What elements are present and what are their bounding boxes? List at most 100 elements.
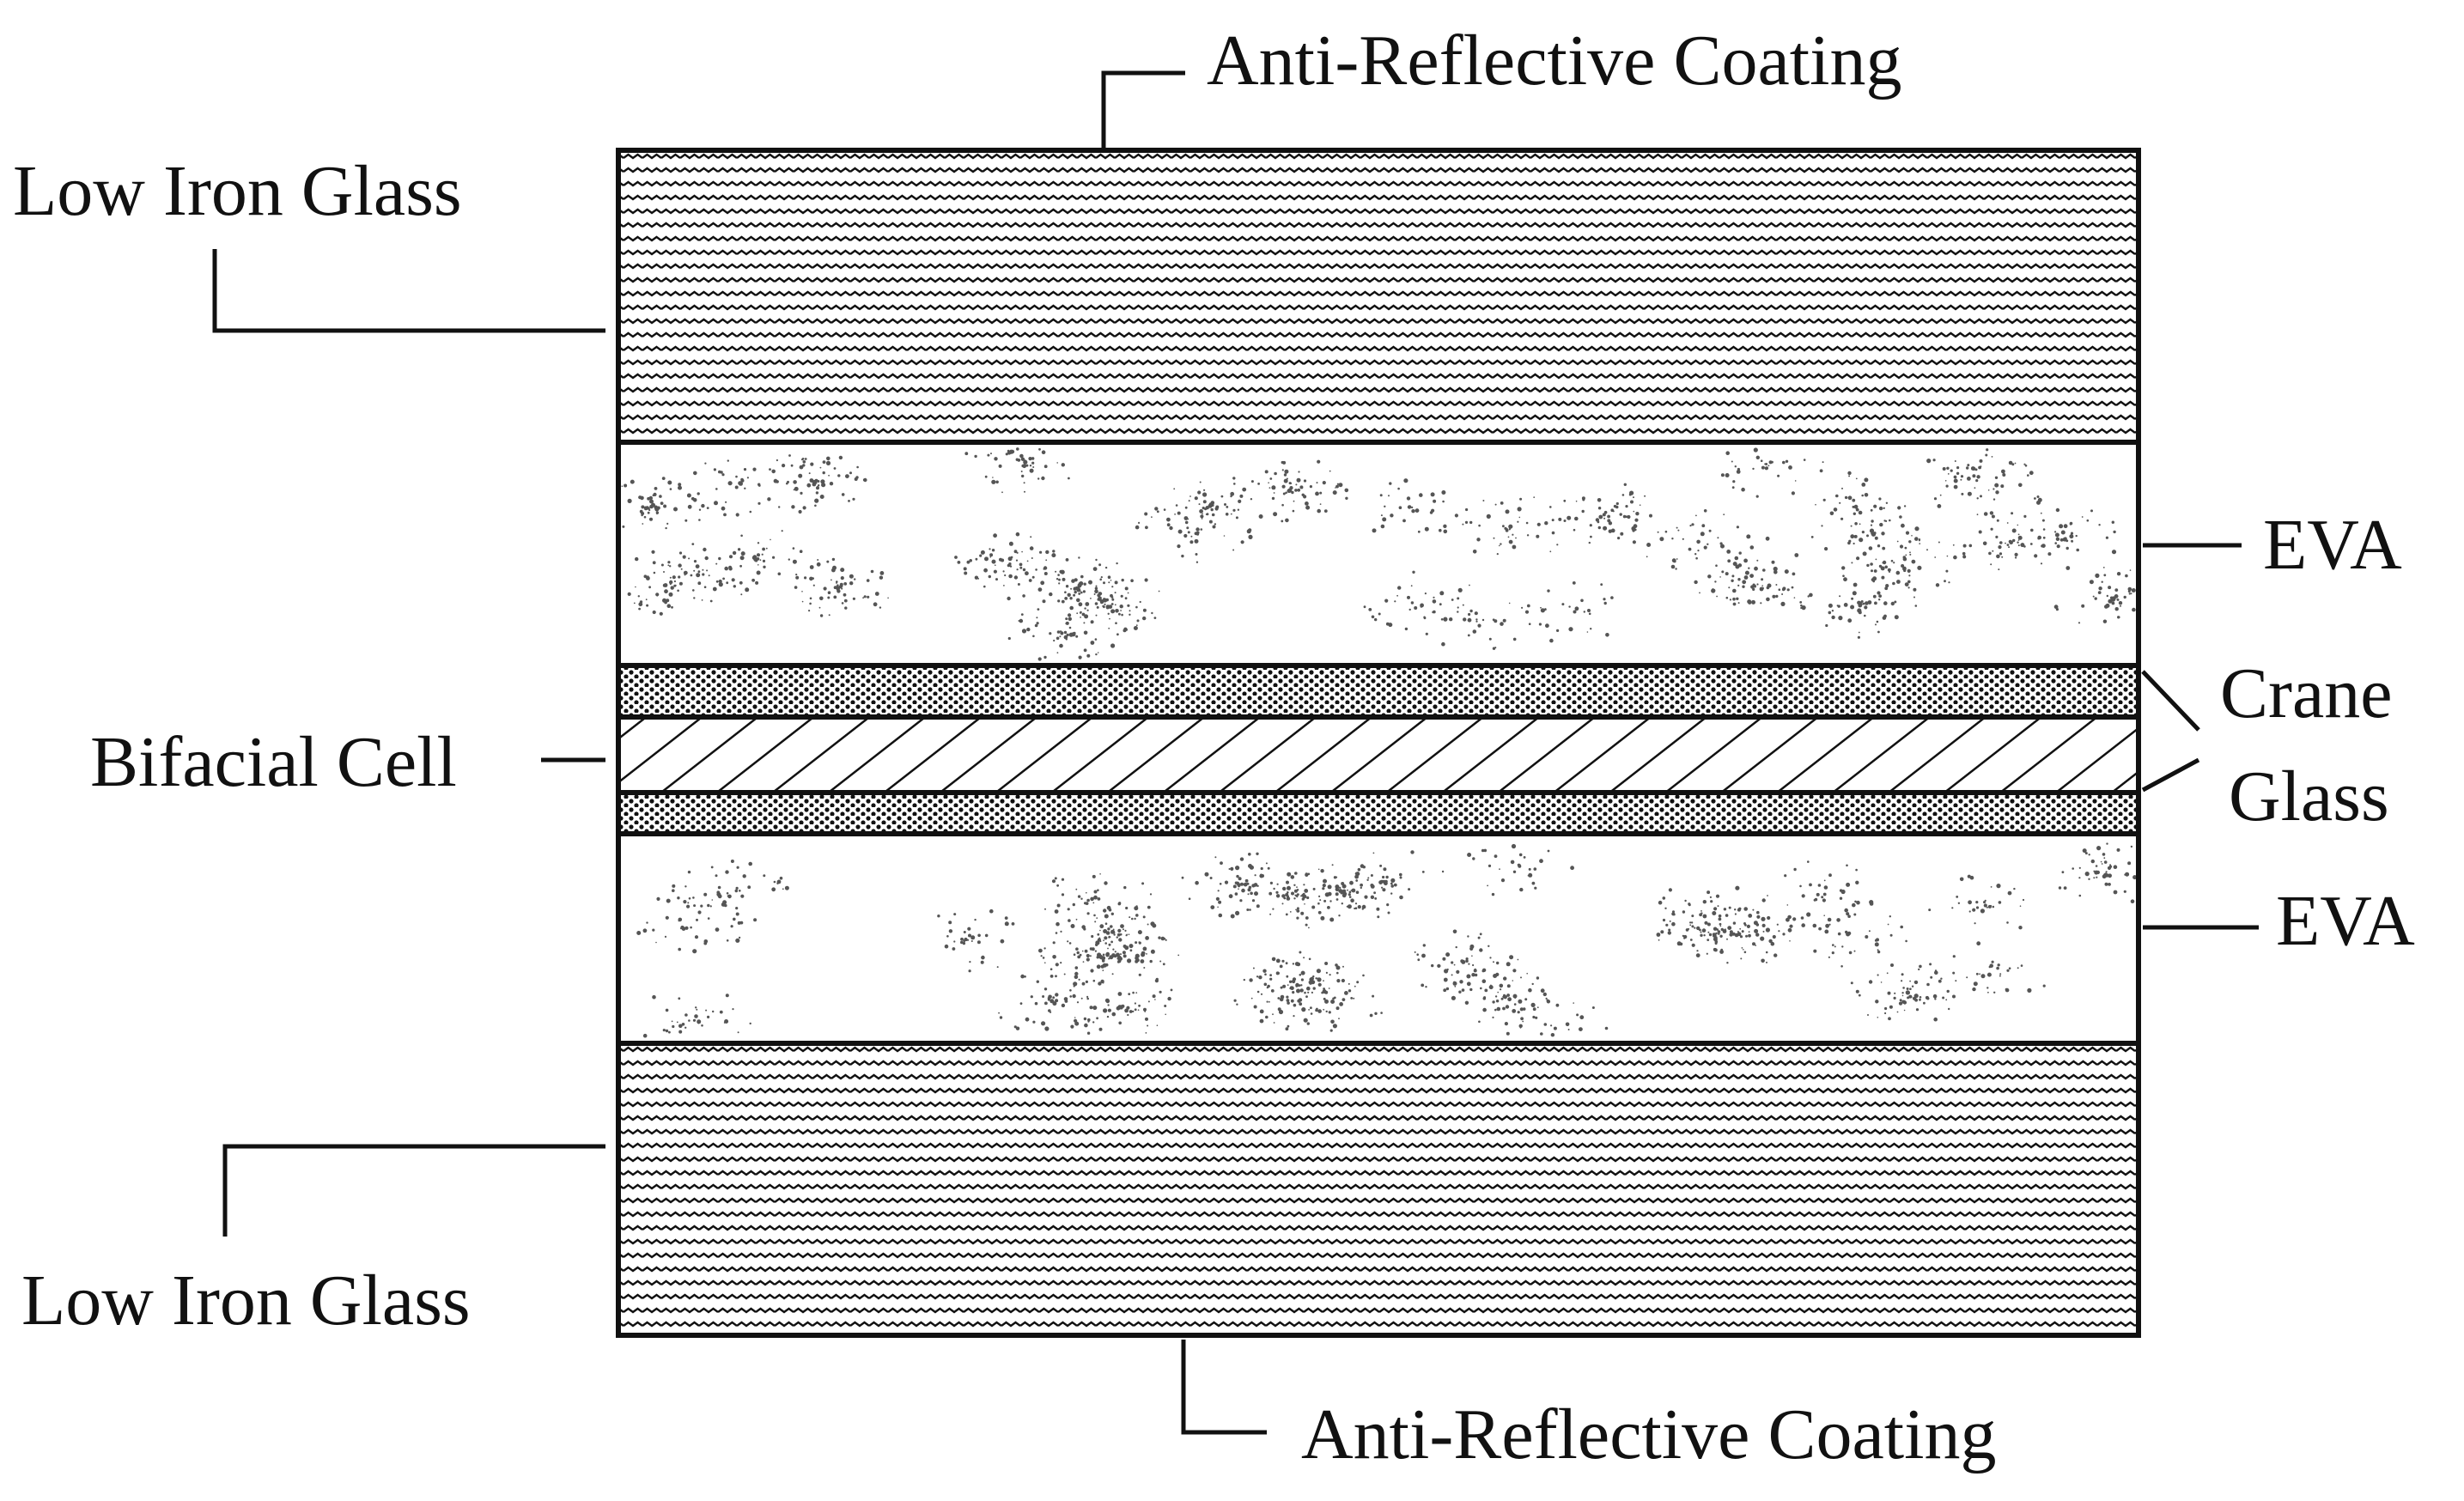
speckle-dot [1443,977,1448,982]
speckle-dot [1282,492,1286,495]
speckle-dot [1844,495,1848,500]
speckle-dot [1317,1009,1322,1013]
speckle-dot [1031,457,1035,460]
speckle-dot [1357,905,1361,909]
speckle-dot [1118,957,1122,961]
speckle-dot [1840,965,1843,968]
speckle-dot [1043,568,1045,570]
speckle-dot [1786,588,1790,592]
speckle-dot [788,558,790,561]
speckle-dot [1061,878,1065,881]
speckle-dot [1632,540,1636,544]
speckle-dot [1995,535,1999,539]
speckle-dot [1287,1001,1290,1005]
speckle-dot [1073,985,1075,988]
speckle-dot [1678,943,1680,945]
speckle-dot [1978,530,1982,534]
speckle-dot [2116,848,2120,852]
speckle-dot [696,1008,698,1011]
speckle-dot [1335,965,1341,970]
speckle-dot [665,1008,669,1012]
speckle-dot [1856,556,1860,561]
speckle-dot [627,592,631,597]
speckle-dot [1994,483,1999,488]
speckle-dot [1013,1025,1017,1029]
speckle-dot [1881,566,1885,571]
speckle-dot [1253,884,1256,887]
speckle-dot [1913,980,1919,985]
speckle-dot [1079,590,1081,592]
speckle-dot [1058,582,1061,585]
speckle-dot [1726,550,1731,554]
speckle-dot [1717,930,1721,933]
speckle-dot [1519,887,1524,892]
speckle-dot [1714,580,1717,583]
speckle-dot [1272,1013,1274,1016]
speckle-dot [1871,569,1873,573]
speckle-dot [759,559,762,562]
speckle-dot [1086,995,1089,998]
speckle-dot [1154,507,1159,511]
speckle-dot [1841,945,1844,948]
speckle-dot [1286,995,1289,999]
speckle-dot [1887,568,1891,572]
speckle-dot [1022,464,1027,469]
speckle-dot [1108,943,1111,946]
speckle-dot [1588,612,1591,616]
speckle-dot [1955,980,1957,982]
speckle-dot [1855,477,1858,480]
speckle-dot [1731,486,1735,489]
speckle-dot [1331,864,1334,866]
speckle-dot [1347,889,1348,891]
speckle-dot [1111,586,1114,588]
speckle-dot [1269,1000,1270,1003]
speckle-dot [680,568,683,570]
speckle-dot [1357,867,1361,872]
speckle-dot [1300,978,1304,981]
speckle-dot [678,563,682,568]
speckle-dot [1990,904,1992,907]
speckle-dot [1700,532,1705,537]
speckle-dot [1098,955,1103,959]
speckle-dot [2069,534,2074,539]
speckle-dot [1828,873,1832,878]
speckle-dot [1160,936,1165,941]
speckle-dot [1934,998,1937,1000]
speckle-dot [1104,603,1106,606]
speckle-dot [801,458,805,460]
speckle-dot [1335,963,1338,967]
speckle-dot [1124,586,1129,591]
speckle-dot [1713,948,1718,952]
speckle-dot [1926,982,1930,987]
speckle-dot [1281,503,1284,507]
speckle-dot [1953,478,1958,483]
speckle-dot [1899,515,1902,519]
speckle-dot [2093,877,2096,879]
speckle-dot [1761,578,1764,581]
speckle-dot [1095,940,1100,945]
speckle-dot [1093,890,1098,894]
speckle-dot [1163,508,1166,511]
speckle-dot [819,596,824,601]
speckle-dot [1202,492,1208,497]
speckle-dot [1105,606,1110,610]
speckle-dot [1742,580,1747,585]
speckle-dot [1671,921,1676,927]
speckle-dot [1506,984,1511,988]
speckle-dot [1296,907,1299,910]
speckle-dot [1024,975,1026,978]
speckle-dot [772,556,776,559]
speckle-dot [1706,952,1708,955]
speckle-dot [734,485,739,489]
speckle-dot [1869,902,1874,906]
speckle-dot [1120,924,1124,928]
speckle-dot [1025,1017,1030,1022]
speckle-dot [2081,604,2085,608]
speckle-dot [1856,900,1860,905]
speckle-dot [1425,632,1428,635]
speckle-dot [2040,562,2043,565]
speckle-dot [1055,975,1057,978]
speckle-dot [1134,917,1136,921]
speckle-dot [1320,869,1324,873]
speckle-dot [1840,889,1846,895]
